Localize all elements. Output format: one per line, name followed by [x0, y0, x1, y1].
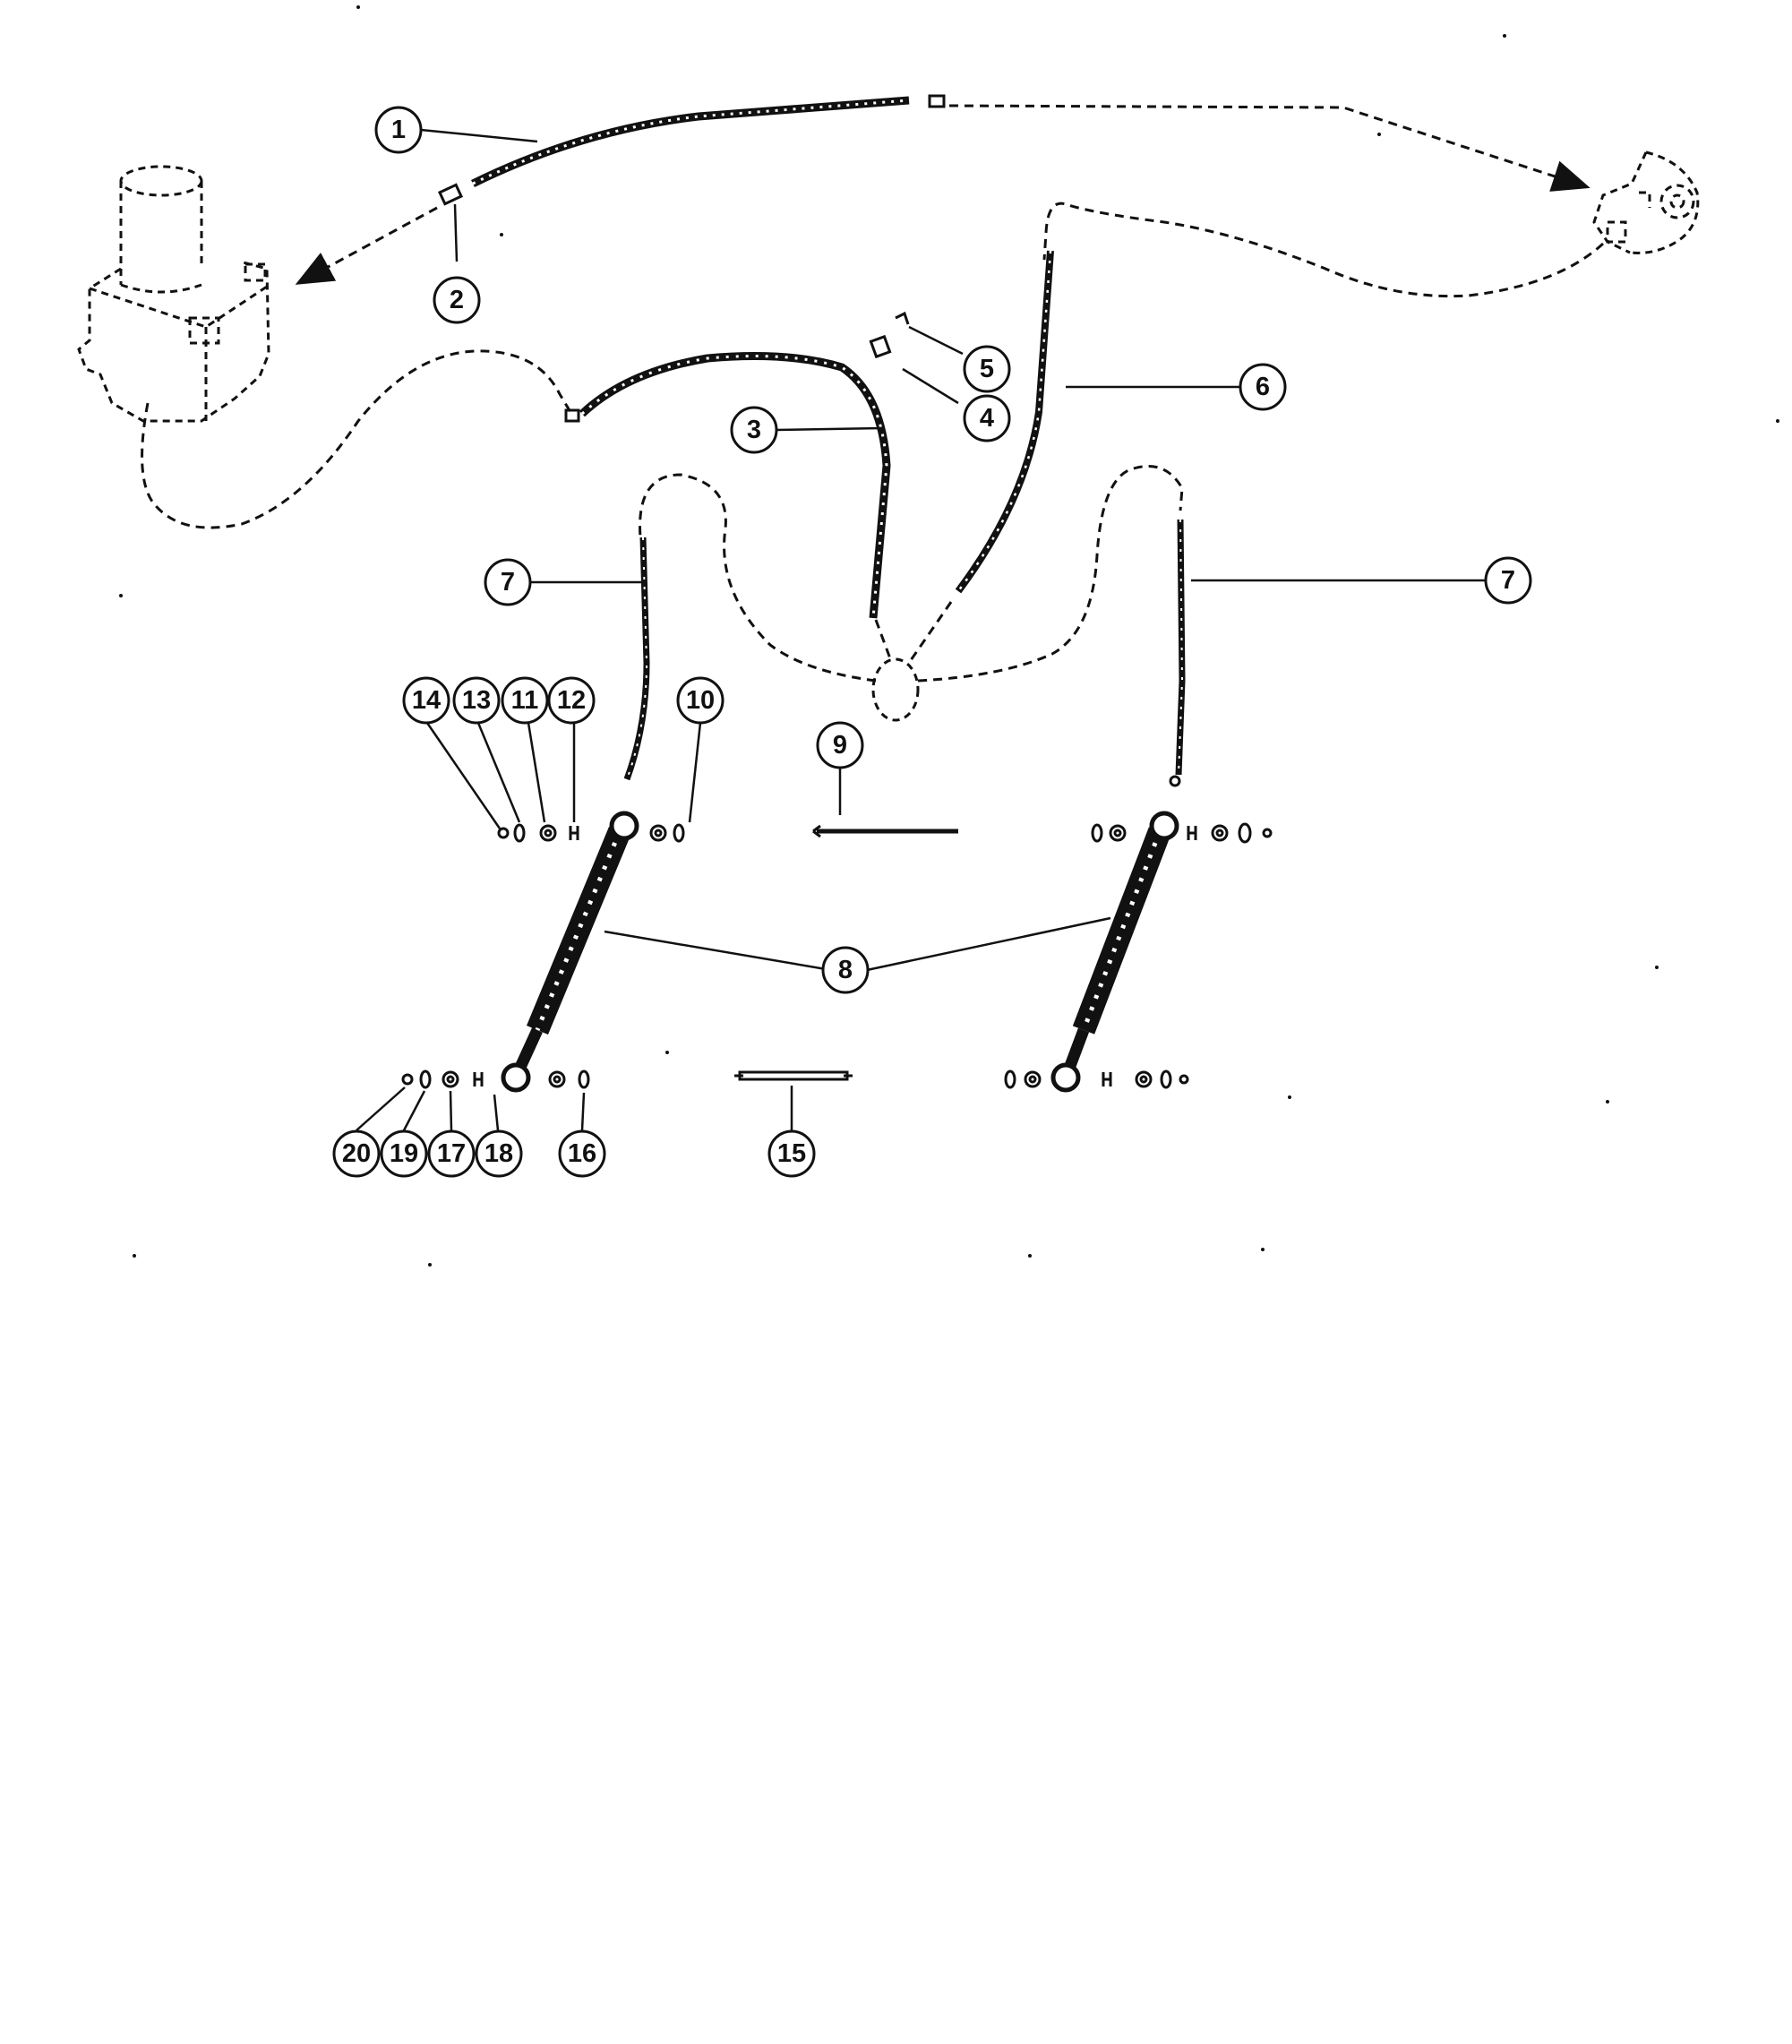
- hose-7-left: [623, 537, 650, 781]
- callout-15: 15: [767, 1129, 816, 1178]
- svg-text:20: 20: [342, 1139, 371, 1168]
- callout-17: 17: [427, 1129, 476, 1178]
- hose-1: [471, 94, 946, 188]
- callout-10: 10: [676, 676, 725, 725]
- routing-line-motor-return: [1042, 202, 1605, 298]
- svg-text:7: 7: [1501, 566, 1515, 595]
- svg-text:18: 18: [484, 1139, 513, 1168]
- callout-16: 16: [558, 1129, 606, 1178]
- hose-3: [564, 352, 891, 619]
- svg-text:16: 16: [568, 1139, 596, 1168]
- routing-line-hose6-tee: [907, 601, 953, 664]
- routing-line-to-pump: [295, 206, 438, 285]
- routing-line-tee-left: [639, 473, 877, 683]
- callout-2: 2: [433, 276, 481, 324]
- callout-13: 13: [452, 676, 501, 725]
- pin-9: [812, 824, 958, 838]
- pin-15: [734, 1070, 853, 1081]
- pump-reservoir-outline: [77, 165, 270, 423]
- callout-18: 18: [475, 1129, 523, 1178]
- svg-text:11: 11: [511, 686, 539, 715]
- routing-line-to-motor: [948, 104, 1591, 192]
- svg-text:10: 10: [686, 686, 715, 715]
- callout-9: 9: [816, 721, 864, 769]
- trim-cylinder-right: [1050, 811, 1179, 1093]
- trim-cylinder-left: [501, 811, 639, 1093]
- callout-7-left: 7: [484, 558, 532, 606]
- svg-text:19: 19: [390, 1139, 418, 1168]
- hose-6: [955, 250, 1054, 594]
- svg-text:3: 3: [747, 416, 761, 444]
- leader-lines: [356, 128, 1485, 1131]
- callout-6: 6: [1239, 363, 1287, 411]
- hardware-lower-right: [1004, 1069, 1189, 1089]
- svg-text:9: 9: [833, 731, 847, 760]
- svg-text:8: 8: [838, 956, 853, 984]
- svg-text:1: 1: [391, 116, 406, 144]
- routing-line-hose3-tee: [874, 619, 893, 662]
- callout-1: 1: [374, 106, 423, 154]
- cap-5: [895, 311, 910, 325]
- fitting-4: [869, 334, 892, 359]
- callout-14: 14: [402, 676, 450, 725]
- callout-12: 12: [547, 676, 596, 725]
- callout-11: 11: [501, 676, 549, 725]
- svg-text:4: 4: [980, 404, 994, 433]
- manifold-tee-outline: [871, 657, 920, 722]
- routing-line-pump-hose3: [141, 349, 575, 529]
- hose-7-right: [1169, 519, 1186, 787]
- routing-line-tee-right: [917, 465, 1184, 683]
- svg-text:7: 7: [501, 568, 515, 597]
- callout-4: 4: [963, 394, 1011, 442]
- callout-20: 20: [332, 1129, 381, 1178]
- motor-housing-outline: [1592, 150, 1700, 254]
- svg-text:14: 14: [412, 686, 441, 715]
- callout-7-right: 7: [1484, 556, 1532, 605]
- svg-text:6: 6: [1256, 373, 1270, 401]
- svg-text:17: 17: [437, 1139, 466, 1168]
- svg-text:13: 13: [462, 686, 491, 715]
- hardware-upper-right: [1091, 822, 1273, 844]
- svg-text:5: 5: [980, 355, 994, 383]
- callout-19: 19: [380, 1129, 428, 1178]
- callout-5: 5: [963, 345, 1011, 393]
- svg-text:15: 15: [777, 1139, 806, 1168]
- svg-text:2: 2: [450, 286, 464, 314]
- fitting-2: [437, 183, 464, 206]
- callout-8: 8: [821, 946, 870, 994]
- hardware-lower-left: [401, 1069, 590, 1089]
- callout-3: 3: [730, 406, 778, 454]
- hardware-upper-left: [497, 823, 685, 843]
- scan-speckles: [119, 5, 1779, 1267]
- svg-text:12: 12: [557, 686, 586, 715]
